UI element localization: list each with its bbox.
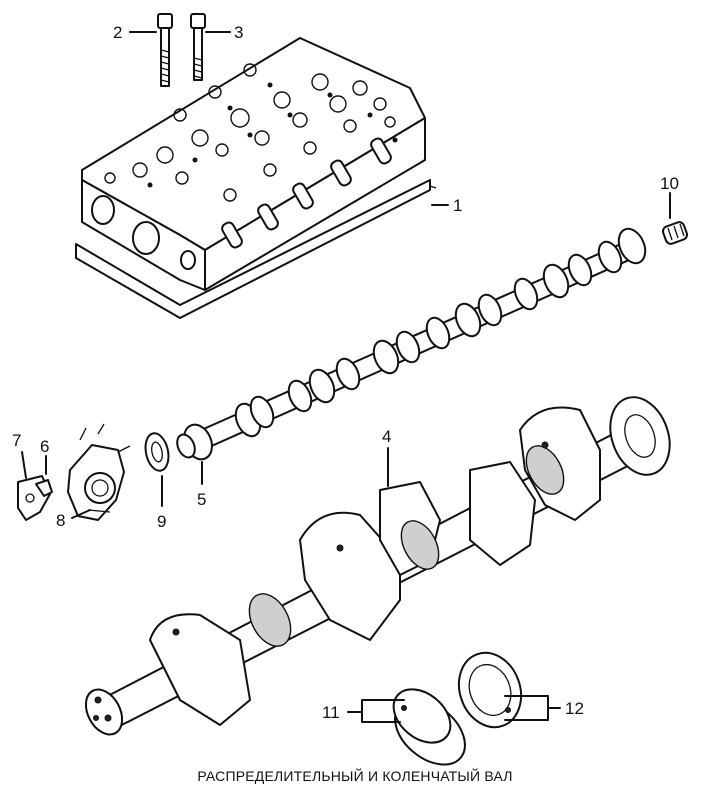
head-bolt-short [157, 13, 173, 87]
callout-11: 11 [322, 703, 340, 722]
callout-6: 6 [40, 437, 49, 456]
callout-7: 7 [12, 431, 21, 450]
diagram-caption: РАСПРЕДЕЛИТЕЛЬНЫЙ И КОЛЕНЧАТЫЙ ВАЛ [197, 767, 512, 784]
callout-8: 8 [56, 511, 65, 530]
cylinder-head-gasket [75, 179, 437, 319]
bracket [17, 475, 53, 521]
camshaft [176, 227, 647, 461]
callout-10: 10 [660, 174, 679, 193]
callout-5: 5 [197, 490, 206, 509]
thrust-washer [457, 651, 523, 729]
cover-plate [67, 423, 131, 521]
callout-2: 2 [113, 23, 122, 42]
camshaft-seal [144, 432, 170, 472]
camshaft-plug [661, 221, 689, 245]
callout-9: 9 [157, 512, 166, 531]
main-bearing-shell [392, 688, 466, 766]
callout-12: 12 [565, 699, 584, 718]
callout-4: 4 [382, 427, 391, 446]
callout-1: 1 [453, 196, 462, 215]
callout-3: 3 [234, 23, 243, 42]
crankshaft [84, 396, 671, 736]
head-bolt-long [190, 13, 206, 81]
cylinder-head [81, 37, 426, 291]
